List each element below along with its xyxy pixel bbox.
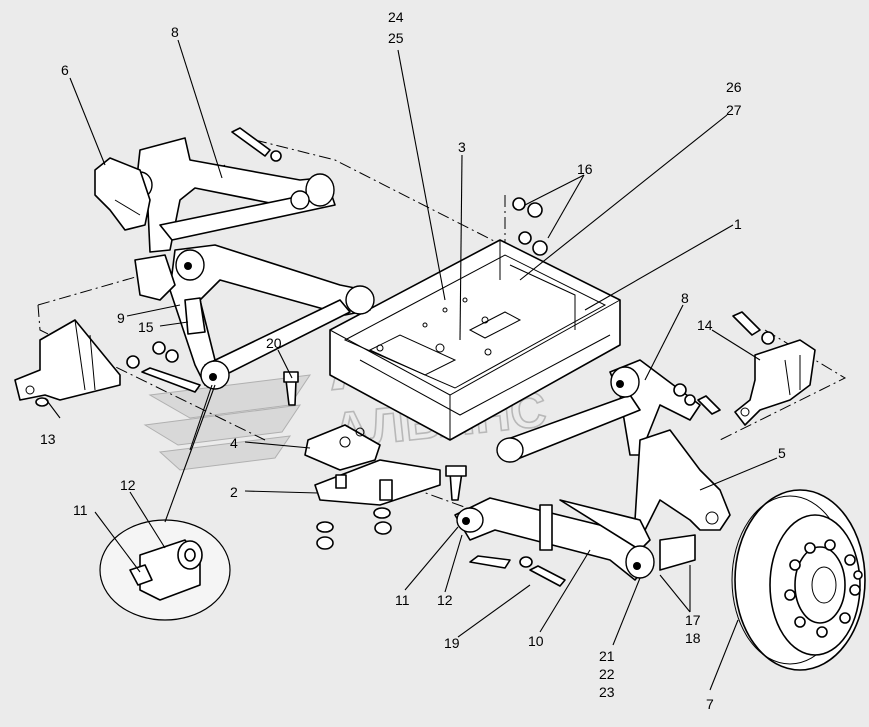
- callout-24: 24: [388, 9, 404, 25]
- fasteners-16: [512, 197, 548, 256]
- bracket-14: [732, 311, 816, 426]
- callout-14: 14: [697, 317, 713, 333]
- callout-20: 20: [266, 335, 282, 351]
- callout-16: 16: [577, 161, 593, 177]
- callout-15: 15: [138, 319, 154, 335]
- callout-18: 18: [685, 630, 701, 646]
- callout-7: 7: [706, 696, 714, 712]
- callout-12-detail: 12: [120, 477, 136, 493]
- callout-11: 11: [395, 592, 410, 608]
- callout-12: 12: [437, 592, 453, 608]
- bracket-13: [14, 319, 121, 407]
- callout-8-left: 8: [171, 24, 179, 40]
- leader-lines: [44, 39, 778, 691]
- lower-control-arm-left: [134, 244, 375, 390]
- callout-22: 22: [599, 666, 615, 682]
- callout-13: 13: [40, 431, 56, 447]
- callout-3: 3: [458, 139, 466, 155]
- callout-26: 26: [726, 79, 742, 95]
- callout-1: 1: [734, 216, 742, 232]
- callout-9: 9: [117, 310, 125, 326]
- steering-knuckle-left: [94, 157, 151, 231]
- callout-19: 19: [444, 635, 460, 651]
- steering-knuckle-right: [634, 429, 731, 531]
- bushing-detail: [99, 519, 231, 621]
- callout-10: 10: [528, 633, 544, 649]
- callout-8-right: 8: [681, 290, 689, 306]
- upper-control-arm-left: [127, 137, 336, 253]
- callout-11-detail: 11: [73, 502, 88, 518]
- callout-21: 21: [599, 648, 615, 664]
- callout-25: 25: [388, 30, 404, 46]
- brake-disc: [731, 489, 866, 671]
- callout-5: 5: [778, 445, 786, 461]
- fasteners-left: [126, 127, 299, 406]
- lower-control-arm-right: [454, 497, 696, 587]
- callout-labels: 1 2 3 4 5 6 7 8 8 9 10 11 11 12 12 13 14…: [40, 9, 786, 712]
- callout-17: 17: [685, 612, 701, 628]
- watermark-emblem: [143, 374, 312, 471]
- callout-27: 27: [726, 102, 742, 118]
- mount-plates: [304, 424, 467, 550]
- callout-4: 4: [230, 435, 238, 451]
- wheel-studs: [784, 539, 863, 638]
- subframe: [329, 239, 621, 441]
- callout-6: 6: [61, 62, 69, 78]
- callout-23: 23: [599, 684, 615, 700]
- callout-2: 2: [230, 484, 238, 500]
